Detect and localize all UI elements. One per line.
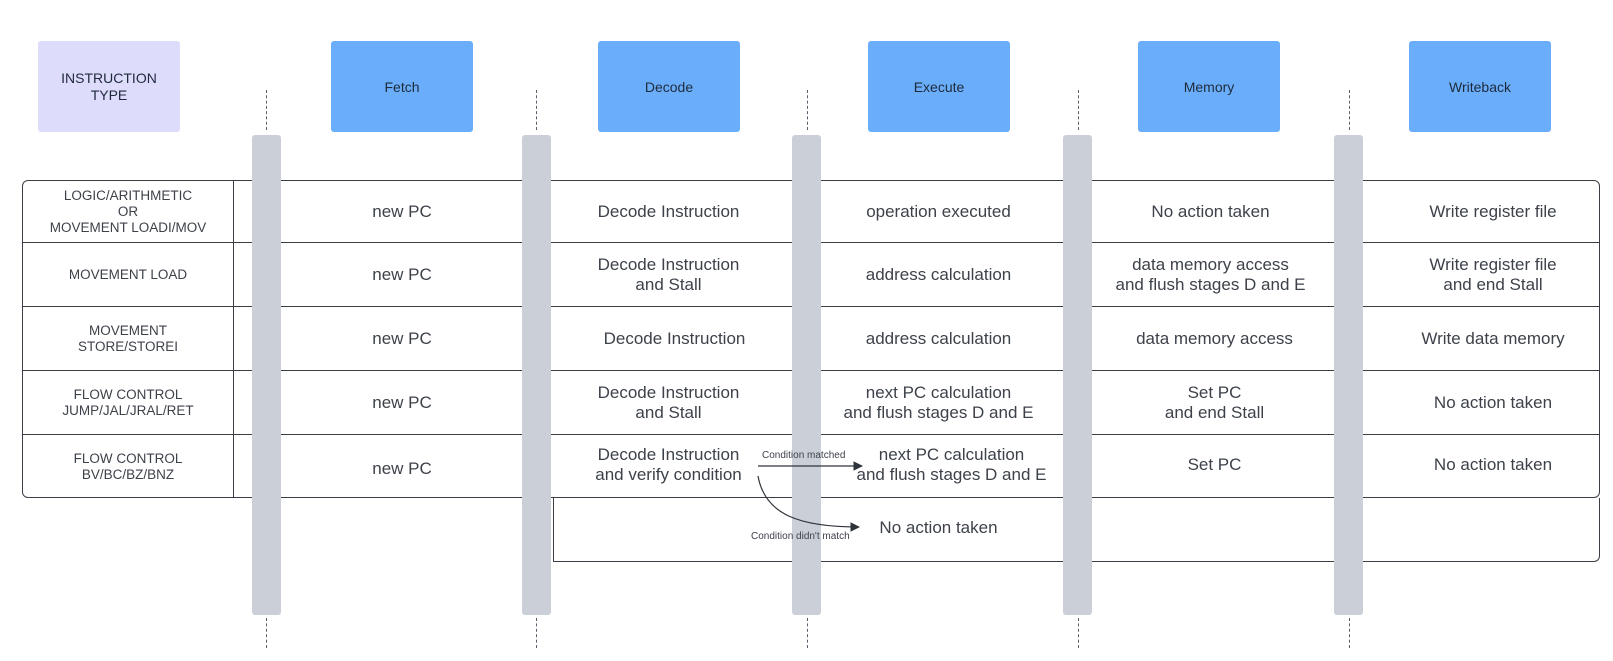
lifeline-dash-top-5 (1349, 90, 1350, 130)
cell-decode: Decode Instruction and Stall (597, 382, 740, 422)
row-label-flow-jump: FLOW CONTROL JUMP/JAL/JRAL/RET (62, 386, 194, 418)
stage-header-execute: Execute (868, 41, 1010, 132)
lifeline-dash-top-4 (1078, 90, 1079, 130)
cell-decode: Decode Instruction (603, 328, 746, 348)
cell-fetch: new PC (372, 328, 432, 348)
cell-memory: No action taken (1151, 201, 1270, 221)
cell-writeback: No action taken (1433, 392, 1553, 412)
cell-writeback: No action taken (1433, 455, 1553, 474)
cell-execute: address calculation (865, 328, 1012, 348)
lifeline-dash-top-1 (266, 90, 267, 130)
cell-execute: address calculation (865, 264, 1012, 284)
stage-header-fetch: Fetch (331, 41, 473, 132)
cell-memory: data memory access (1136, 328, 1293, 348)
lifeline-dash-bottom-2 (536, 618, 537, 648)
stage-label: Memory (1183, 78, 1235, 95)
cell-writeback: Write data memory (1421, 328, 1565, 348)
cell-memory: Set PC and end Stall (1164, 382, 1265, 422)
cell-writeback: Write register file and end Stall (1429, 254, 1557, 294)
cell-decode: Decode Instruction and Stall (597, 254, 740, 294)
row-label-flow-branch: FLOW CONTROL BV/BC/BZ/BNZ (73, 450, 183, 482)
stage-header-memory: Memory (1138, 41, 1280, 132)
lifeline-bar-4 (1063, 135, 1092, 615)
lifeline-bar-1 (252, 135, 281, 615)
cell-writeback: Write register file (1429, 201, 1557, 221)
cell-execute: next PC calculation and flush stages D a… (856, 445, 1047, 484)
row-label-movement-load: MOVEMENT LOAD (68, 266, 188, 282)
condition-unmatched-arrow (757, 475, 860, 532)
row-label-movement-store: MOVEMENT STORE/STOREI (77, 322, 179, 354)
cell-fetch: new PC (372, 264, 432, 284)
cell-fetch: new PC (372, 458, 432, 478)
stage-label: Execute (913, 78, 965, 95)
row-label-logic-arith: LOGIC/ARITHMETIC OR MOVEMENT LOADI/MOV (49, 187, 207, 235)
stage-label: Decode (644, 78, 694, 95)
stage-header-writeback: Writeback (1409, 41, 1551, 132)
lifeline-bar-2 (522, 135, 551, 615)
lifeline-bar-3 (792, 135, 821, 615)
condition-unmatched-label: Condition didn't match (751, 531, 850, 542)
stage-label: Writeback (1449, 78, 1511, 95)
lifeline-bar-5 (1334, 135, 1363, 615)
lifeline-dash-top-3 (807, 90, 808, 130)
instruction-type-header: INSTRUCTION TYPE (38, 41, 180, 132)
cell-decode: Decode Instruction (597, 201, 740, 221)
cell-decode: Decode Instruction and verify condition (595, 445, 742, 484)
condition-matched-label: Condition matched (762, 450, 846, 461)
cell-fetch: new PC (372, 201, 432, 221)
lifeline-dash-bottom-4 (1078, 618, 1079, 648)
stage-label: Fetch (384, 78, 420, 95)
lifeline-dash-top-2 (536, 90, 537, 130)
lifeline-dash-bottom-5 (1349, 618, 1350, 648)
cell-execute: next PC calculation and flush stages D a… (843, 382, 1034, 422)
cell-memory: Set PC (1187, 455, 1242, 474)
stage-header-decode: Decode (598, 41, 740, 132)
label-column-divider (233, 180, 234, 498)
lifeline-dash-bottom-1 (266, 618, 267, 648)
instruction-type-label: INSTRUCTION TYPE (61, 69, 157, 103)
lifeline-dash-bottom-3 (807, 618, 808, 648)
cell-fetch: new PC (372, 392, 432, 412)
cell-execute: operation executed (866, 201, 1011, 221)
cell-memory: data memory access and flush stages D an… (1115, 254, 1306, 294)
unmatched-result: No action taken (879, 518, 998, 537)
